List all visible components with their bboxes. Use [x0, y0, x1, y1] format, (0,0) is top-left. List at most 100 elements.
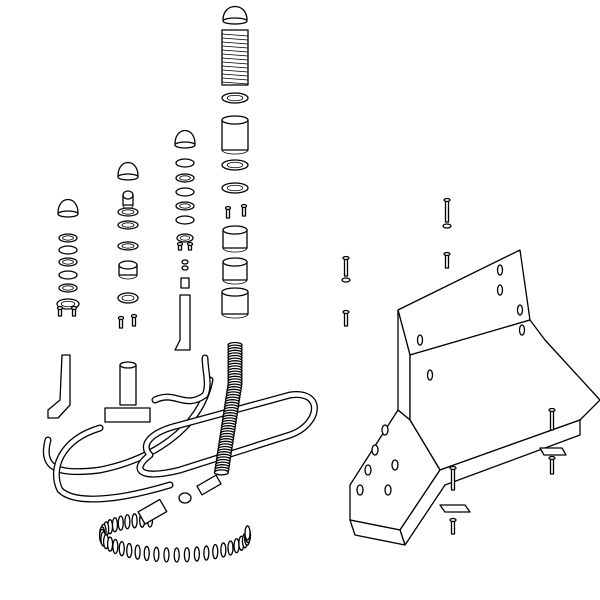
mounting-slot [496, 284, 504, 296]
ring-hole [61, 300, 76, 308]
hose-rib [118, 541, 125, 557]
o-ring [221, 182, 249, 194]
ring-hole [121, 222, 135, 228]
spout [174, 294, 191, 351]
screw-head [56, 305, 64, 311]
ring-hole [179, 235, 191, 241]
mounting-bracket-housing [341, 197, 600, 546]
bolt [343, 257, 349, 277]
o-ring [221, 159, 249, 171]
o-ring [117, 241, 139, 251]
hose-short [151, 354, 211, 405]
hose-rib [203, 545, 210, 561]
hose-rib [220, 542, 227, 558]
hose-rib [124, 514, 131, 530]
thread-line [221, 37, 249, 41]
hose-rib [173, 547, 180, 563]
thread-line [221, 41, 249, 45]
thread-line [221, 53, 249, 57]
mounting-slot [516, 304, 524, 316]
hose-rib [106, 536, 114, 552]
bolt [549, 457, 555, 475]
hose-rib [126, 542, 133, 559]
sleeve-top [118, 260, 138, 270]
hose-rib [213, 469, 230, 476]
hose-rib [111, 517, 119, 533]
ring-hole [121, 243, 135, 249]
sleeve-bottom [222, 279, 248, 285]
o-ring [175, 215, 195, 225]
ring-hole [179, 175, 191, 181]
thread-line [221, 65, 249, 69]
bolt-head [443, 197, 451, 203]
cap-base [174, 141, 196, 149]
o-ring [175, 173, 195, 183]
thread-line [221, 33, 249, 37]
bolt [444, 199, 450, 223]
hose-coupling [137, 498, 168, 525]
screw-head [70, 305, 78, 311]
thread-line [221, 69, 249, 73]
ring-hole [121, 209, 135, 215]
screw-head [186, 241, 194, 247]
o-ring [117, 207, 139, 217]
corrugated-drain-hose [98, 341, 252, 563]
cap-base [57, 210, 79, 218]
valve-stem [180, 277, 190, 289]
bolt [549, 409, 555, 431]
spout-left [47, 354, 71, 419]
hose-rib [153, 546, 160, 562]
bolt-head [443, 251, 451, 257]
o-ring [117, 220, 139, 230]
ring-hole [179, 203, 191, 209]
o-ring [175, 187, 195, 197]
ring-hole [121, 294, 135, 302]
hose-rib [193, 546, 201, 562]
thread-line [221, 57, 249, 61]
hose-rib [134, 544, 141, 560]
hose-rib [131, 513, 138, 529]
sleeve-top [221, 115, 249, 125]
ring-hole [226, 94, 244, 102]
o-ring [58, 257, 78, 267]
sleeve-bottom [222, 247, 248, 253]
o-ring [117, 292, 139, 304]
bolt-head [342, 309, 350, 315]
hose-rib [117, 515, 124, 531]
o-ring [175, 158, 195, 168]
hose-rib [183, 547, 191, 563]
o-ring [58, 283, 78, 293]
o-ring [58, 270, 78, 280]
supply-hoses [42, 354, 318, 503]
o-ring [221, 92, 249, 104]
bolt [450, 467, 456, 491]
mounting-clip [539, 447, 567, 456]
thread-line [221, 81, 249, 85]
cap-base [117, 173, 139, 181]
mixing-valve-body [119, 364, 137, 406]
hose-rib [227, 540, 234, 556]
o-ring [175, 201, 195, 211]
bolt-head [449, 517, 457, 523]
screw-head [130, 313, 138, 319]
sleeve-top [122, 190, 134, 200]
mounting-slot [356, 484, 364, 496]
hose-rib [163, 547, 170, 563]
screw-head [240, 203, 248, 209]
ring-hole [226, 161, 244, 169]
sleeve-bottom [118, 274, 138, 280]
hose-rib [143, 545, 150, 562]
mounting-slot [384, 484, 392, 496]
sleeve-top [222, 257, 248, 267]
sleeve-top [222, 225, 248, 235]
valve-top [119, 361, 137, 369]
nut [178, 492, 192, 504]
bolt-head [342, 255, 350, 261]
hose-fitting [196, 474, 222, 496]
sleeve-bottom [221, 313, 249, 319]
mounting-slot [391, 459, 399, 471]
mounting-slot [426, 369, 434, 381]
hose-rib [212, 544, 219, 560]
